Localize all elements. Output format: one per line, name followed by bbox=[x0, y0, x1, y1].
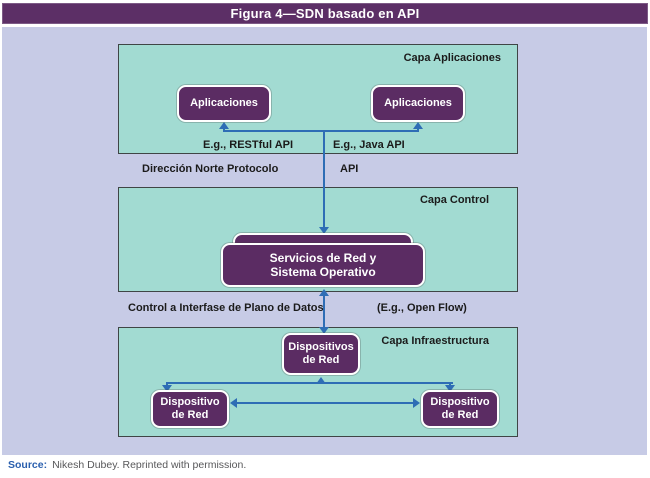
node-network-devices-hub: Dispositivos de Red bbox=[282, 333, 360, 375]
edge-label-api: API bbox=[340, 163, 359, 175]
connector-apps-junction bbox=[223, 130, 419, 132]
edge-label-control-data-plane: Control a Interfase de Plano de Datos bbox=[128, 302, 324, 314]
node-network-services-os: Servicios de Red y Sistema Operativo bbox=[221, 243, 425, 287]
node-applications-left-label: Aplicaciones bbox=[190, 97, 258, 110]
node-network-device-right: Dispositivo de Red bbox=[421, 390, 499, 428]
figure-title-bar: Figura 4—SDN basado en API bbox=[2, 3, 648, 24]
connector-device-to-device bbox=[237, 402, 413, 404]
node-devices-hub-line1: Dispositivos bbox=[288, 341, 354, 354]
connector-device-right-drop bbox=[449, 382, 451, 386]
node-device-right-line1: Dispositivo bbox=[430, 396, 490, 409]
arrow-up-into-app-right bbox=[413, 122, 423, 129]
arrow-right-into-device-right bbox=[413, 398, 420, 408]
connector-north-api bbox=[323, 130, 325, 227]
edge-label-open-flow: (E.g., Open Flow) bbox=[377, 302, 467, 314]
connector-device-left-drop bbox=[166, 382, 168, 386]
node-applications-right-label: Aplicaciones bbox=[384, 97, 452, 110]
node-applications-right: Aplicaciones bbox=[371, 85, 465, 122]
layer-control-label: Capa Control bbox=[419, 194, 489, 206]
layer-applications-label: Capa Aplicaciones bbox=[403, 52, 501, 64]
source-credit: Source: Nikesh Dubey. Reprinted with perm… bbox=[8, 459, 246, 471]
node-network-device-left: Dispositivo de Red bbox=[151, 390, 229, 428]
arrow-down-into-device-left bbox=[162, 385, 172, 392]
edge-label-java-api: E.g., Java API bbox=[333, 139, 405, 151]
source-text: Nikesh Dubey. Reprinted with permission. bbox=[52, 459, 247, 471]
node-services-line1: Servicios de Red y bbox=[269, 250, 377, 265]
edge-label-northbound-protocol: Dirección Norte Protocolo bbox=[142, 163, 279, 175]
arrow-down-into-device-right bbox=[445, 385, 455, 392]
node-services-line2: Sistema Operativo bbox=[270, 265, 376, 279]
source-prefix: Source: bbox=[8, 459, 48, 471]
connector-devices-branch bbox=[167, 382, 453, 384]
arrow-down-into-devices-hub bbox=[319, 327, 329, 334]
node-device-left-line1: Dispositivo bbox=[160, 396, 220, 409]
arrow-up-into-app-left bbox=[219, 122, 229, 129]
arrow-up-into-services bbox=[319, 289, 329, 296]
layer-infrastructure-label: Capa Infraestructura bbox=[381, 335, 489, 347]
connector-control-data-plane bbox=[323, 295, 325, 327]
node-device-left-line2: de Red bbox=[171, 409, 209, 421]
node-applications-left: Aplicaciones bbox=[177, 85, 271, 122]
arrow-up-into-devices-hub bbox=[316, 377, 326, 384]
node-device-right-line2: de Red bbox=[441, 409, 479, 421]
edge-label-restful-api: E.g., RESTful API bbox=[203, 139, 294, 151]
node-devices-hub-line2: de Red bbox=[302, 354, 340, 366]
arrow-down-into-services bbox=[319, 227, 329, 234]
figure-title: Figura 4—SDN basado en API bbox=[230, 6, 420, 21]
arrow-left-into-device-left bbox=[230, 398, 237, 408]
